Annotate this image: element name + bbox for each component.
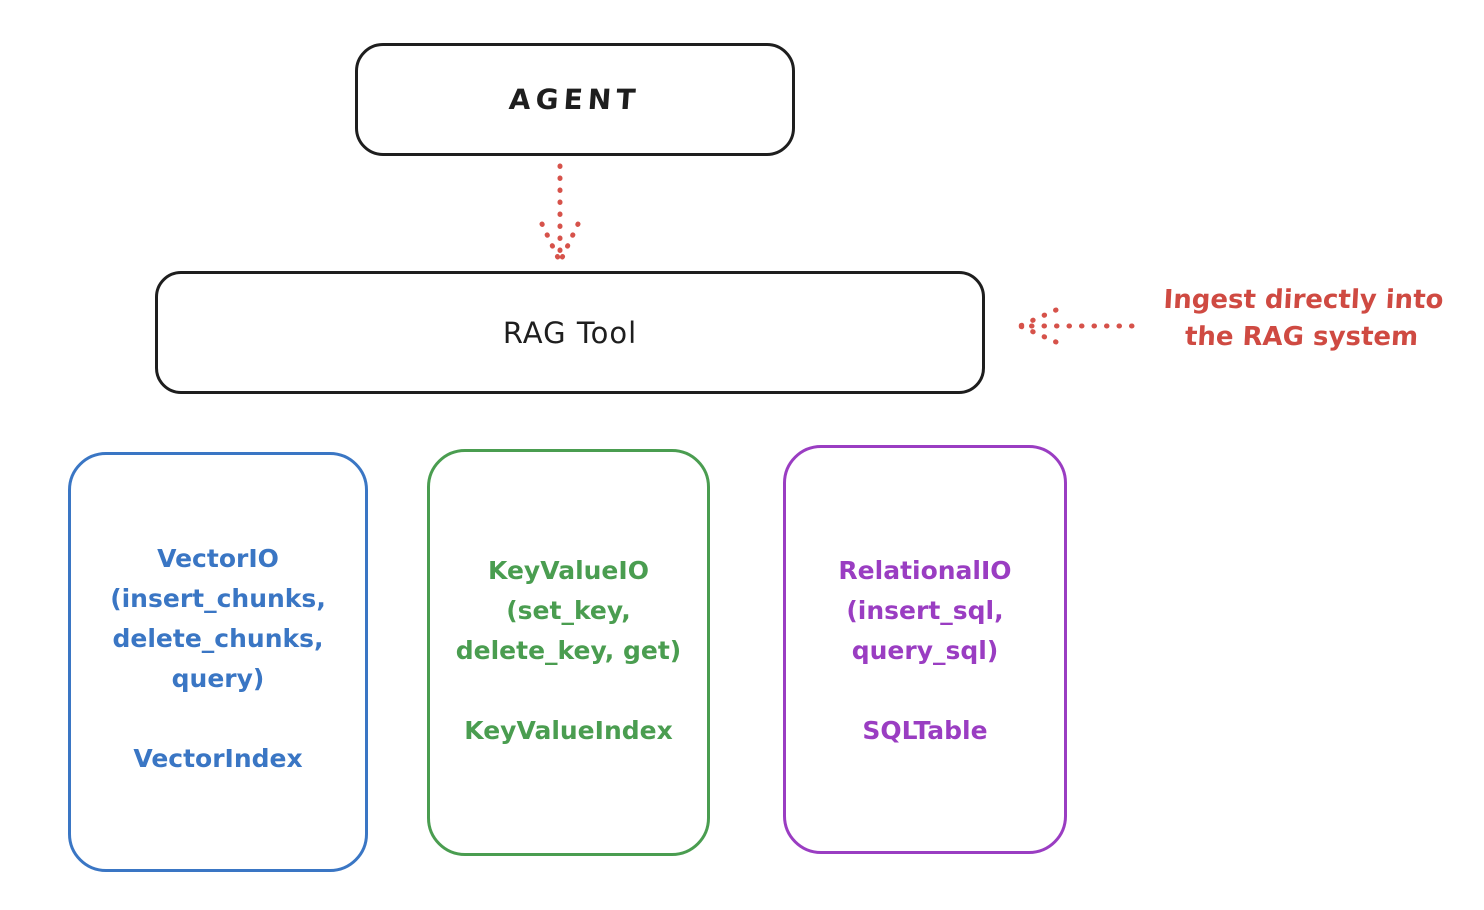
agent-node: AGENT: [355, 43, 795, 156]
backend-methods-line: query_sql): [851, 636, 999, 665]
backend-index-label: VectorIndex: [133, 744, 303, 773]
backend-methods-line: (insert_chunks,: [110, 584, 326, 613]
rag-tool-label: RAG Tool: [502, 315, 638, 350]
backend-title: VectorIO: [157, 544, 279, 573]
relational-io-node: RelationalIO (insert_sql, query_sql) SQL…: [783, 445, 1067, 854]
backend-methods-line: (set_key,: [506, 596, 631, 625]
backend-index-label: KeyValueIndex: [464, 716, 673, 745]
left-arrow-icon: [1017, 307, 1135, 345]
vector-io-node: VectorIO (insert_chunks, delete_chunks, …: [68, 452, 368, 872]
backend-title: KeyValueIO: [488, 556, 649, 585]
backend-methods-line: delete_key, get): [455, 636, 682, 665]
backend-methods-line: (insert_sql,: [846, 596, 1004, 625]
ingest-annotation: Ingest directly into the RAG system: [1128, 282, 1477, 356]
down-arrow-icon: [539, 163, 581, 265]
annotation-line-2: the RAG system: [1184, 322, 1419, 352]
rag-tool-node: RAG Tool: [155, 271, 985, 394]
keyvalue-io-node: KeyValueIO (set_key, delete_key, get) Ke…: [427, 449, 710, 856]
backend-methods-line: query): [171, 664, 265, 693]
backend-methods-line: delete_chunks,: [112, 624, 324, 653]
agent-label: AGENT: [508, 83, 642, 116]
backend-title: RelationalIO: [838, 556, 1012, 585]
annotation-line-1: Ingest directly into: [1162, 285, 1445, 315]
backend-index-label: SQLTable: [862, 716, 988, 745]
